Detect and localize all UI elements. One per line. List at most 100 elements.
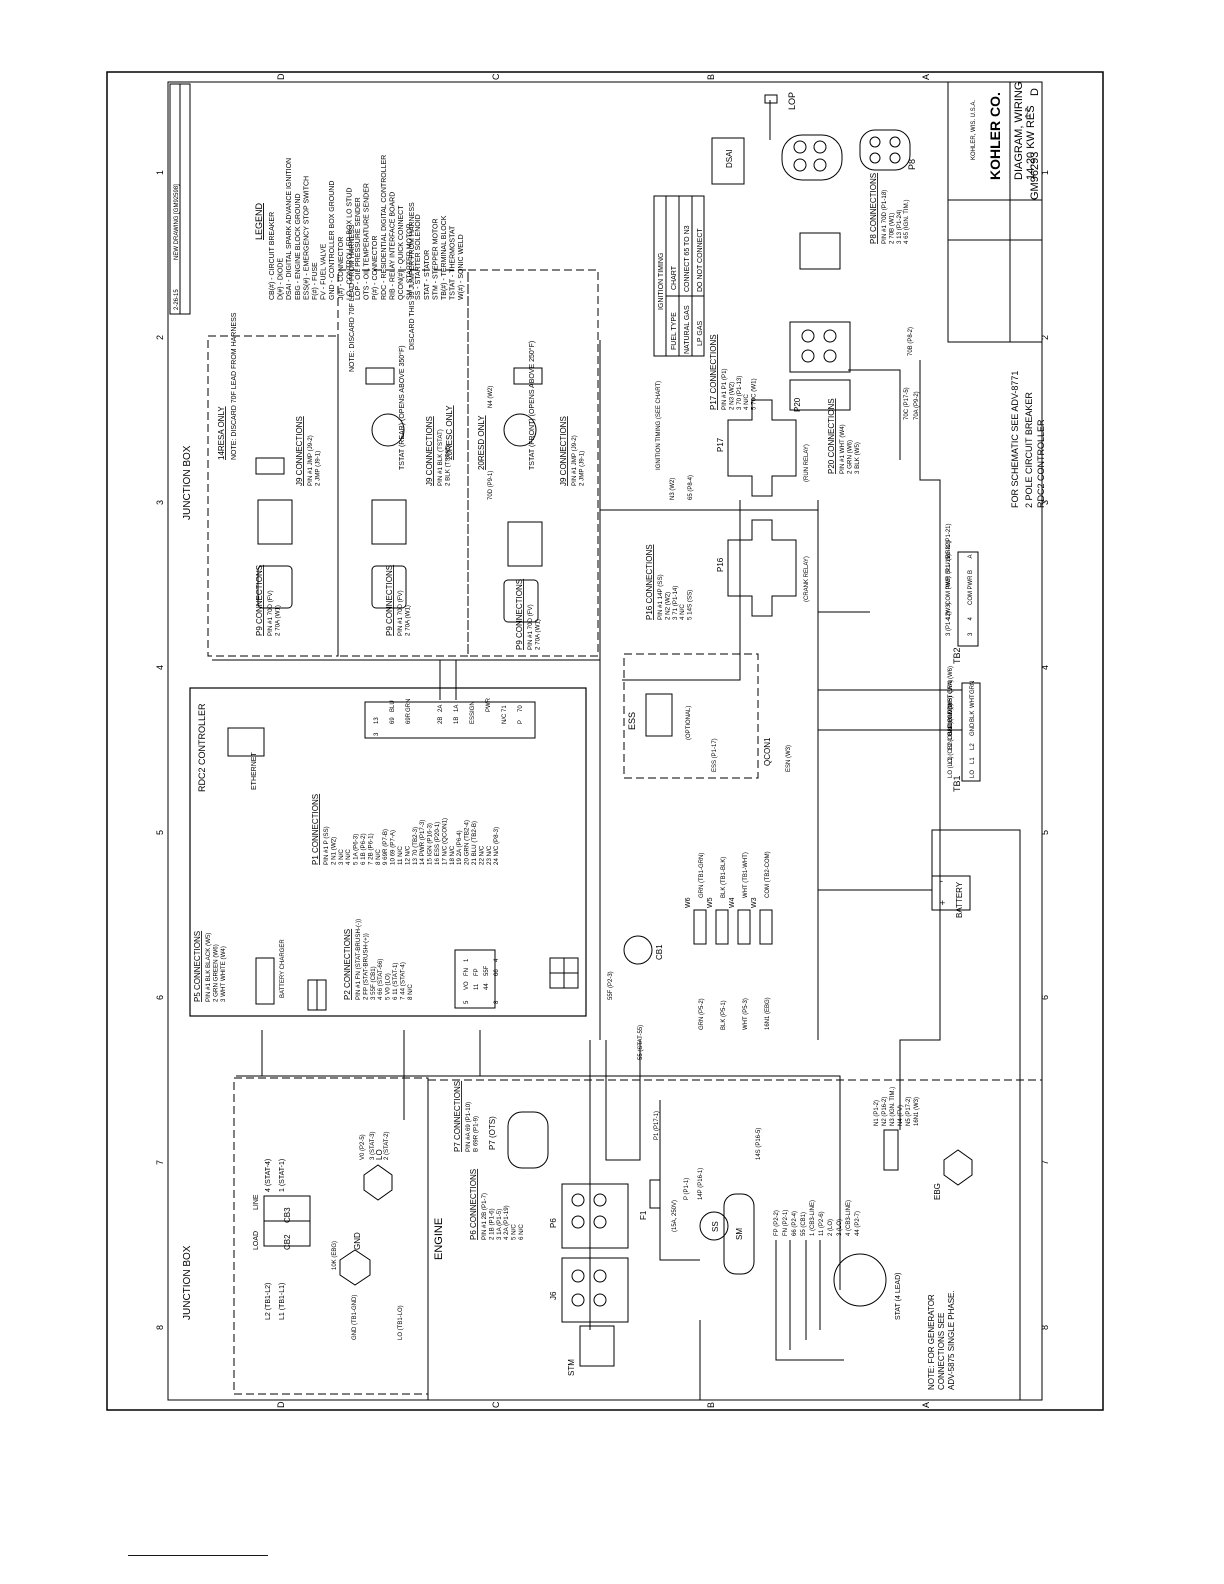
j9b-connections-title: J9 CONNECTIONS — [425, 416, 434, 486]
tb2-terminal: A — [968, 554, 974, 558]
p16-connection-row: 3 71 (P1-14) — [672, 586, 679, 620]
zone-letter-top: B — [706, 74, 716, 80]
zone-number-right: 4 — [1040, 665, 1050, 670]
w2-wire: 16N1 (W3) — [914, 1097, 920, 1126]
p9b-connection-row: 2 70A (W1) — [404, 605, 411, 636]
legend-item: SM - STARTER MOTOR — [407, 223, 414, 300]
n4-wire: N4 (W2) — [488, 386, 494, 408]
tb1-wire: BLK (W5) — [948, 696, 954, 722]
legend-item: EBG - ENGINE BLOCK GROUND — [295, 193, 302, 300]
p1-pin-label: GRN — [406, 699, 412, 712]
p16-label: P16 — [716, 557, 725, 572]
cb-l1-wire: L1 (TB1-L1) — [279, 1283, 286, 1320]
rdc2-label: RDC2 CONTROLLER — [197, 703, 207, 792]
cb-stat1-wire: 1 (STAT-1) — [279, 1159, 286, 1192]
p9c-connection-row: PIN #1 70D (FV) — [527, 604, 534, 650]
sm-label: SM — [735, 1228, 744, 1240]
zone-number-right: 2 — [1040, 335, 1050, 340]
j9a-connections-title: J9 CONNECTIONS — [295, 416, 304, 486]
p20-connection-row: 2 GRN (W6) — [846, 440, 853, 474]
p9a-connection-row: 2 70A (W1) — [274, 605, 281, 636]
weld-right-wire: WHT (TB1-WHT) — [743, 852, 749, 898]
p1-pin-label: 71 — [502, 705, 508, 712]
p2-connection-row: 2 FP (STAT-BRUSH-(+)) — [362, 933, 369, 1000]
fv-20resc-title: 20RESC ONLY — [445, 405, 454, 460]
p2-connections-title: P2 CONNECTIONS — [343, 929, 352, 1000]
legend-item: DSAI - DIGITAL SPARK ADVANCE IGNITION — [286, 158, 293, 300]
p8-label: P8 — [907, 159, 917, 170]
p17-connections-title: P17 CONNECTIONS — [709, 334, 718, 410]
weld-w5 — [715, 909, 729, 945]
revision-letter: D — [1029, 88, 1041, 96]
tb1-wire: GRN (W6) — [948, 666, 954, 694]
p1-pin-label: IGN — [470, 701, 476, 712]
legend-item: OTS - OIL TEMPERATURE SENDER — [364, 183, 371, 300]
f1-left-wire: P1 (P17-1) — [654, 1111, 660, 1140]
battery: BATTERY - + — [931, 875, 971, 918]
p2-connection-row: 6 11 (STAT-1) — [392, 963, 399, 1000]
weld-label: W6 — [685, 897, 692, 908]
p17-connection-row: 4 N/C — [743, 394, 750, 410]
legend-item: TB(#) - TERMINAL BLOCK — [441, 215, 448, 300]
p1-pin-label: 3 — [374, 732, 380, 736]
schematic-ref: FOR SCHEMATIC SEE ADV-8771 — [1010, 371, 1020, 508]
tb1-terminal: WHT — [970, 694, 976, 708]
legend-item: STM - STEPPER MOTOR — [432, 218, 439, 300]
cb-load-label: LOAD — [253, 1231, 260, 1250]
p1-connection-row: 22 N/C — [478, 845, 485, 865]
zone-number-right: 1 — [1040, 170, 1050, 175]
zone-letter-bottom: A — [921, 1402, 931, 1408]
crank-relay-label: (CRANK RELAY) — [804, 556, 810, 602]
generator-note-3: ADV-5875 SINGLE PHASE. — [947, 1290, 956, 1390]
stator-wire: 4 (CB3-LINE) — [846, 1200, 852, 1236]
drawing-title: DIAGRAM, WIRING — [1013, 82, 1025, 180]
p1-connection-row: 12 N/C — [404, 845, 411, 865]
p6-connection-row: 2 1B (P1-6) — [488, 1208, 495, 1240]
p1-connection-row: 18 N/C — [449, 845, 456, 865]
sheet-number: 1-2 — [1025, 108, 1032, 118]
p1-connection-row: 3 N/C — [338, 849, 345, 865]
p16-connections-title: P16 CONNECTIONS — [645, 544, 654, 620]
tb1-wire: WHT (W4) — [948, 680, 954, 708]
tb2-label: TB2 — [952, 647, 962, 664]
drawing-subtitle: 14-20 KW RES — [1025, 105, 1037, 180]
p1-connection-row: 21 BLU (TB2-B) — [471, 821, 478, 865]
legend-item: LO - CONTROLLER BOX LO STUD — [346, 188, 353, 300]
w2-wire: N3 (IGN. TIM.) — [890, 1087, 896, 1126]
p1-pin-label: 69 — [390, 717, 396, 724]
tb2-wire: 4 (W3) — [946, 602, 952, 620]
p5-connection-row: PIN #1 BLK BLACK (W5) — [205, 933, 212, 1002]
w1-70b-wire: 70B (P8-2) — [908, 327, 914, 356]
esn-wire: ESN (W3) — [786, 745, 792, 772]
p1-pin-label: 2B — [438, 717, 444, 724]
p2-connection-row: 7 44 (STAT-4) — [399, 962, 406, 1000]
lo-label: LO — [375, 1149, 384, 1160]
svg-text:-: - — [940, 876, 943, 886]
zone-letter-bottom: C — [491, 1401, 501, 1408]
ignition-timing-chart-label: IGNITION TIMING (SEE CHART) — [656, 381, 662, 470]
p1-connection-row: 24 N/C (P8-3) — [493, 827, 500, 865]
revision-history: NEW DRAWING [GM92598] — [174, 184, 180, 260]
p5-connection-row: 3 WHT WHITE (W4) — [220, 946, 227, 1002]
junction-box-top-label: JUNCTION BOX — [182, 445, 193, 520]
dsai-label: DSAI — [725, 149, 734, 168]
legend-item: SS - STARTER SOLENOID — [415, 214, 422, 300]
stator-wire: 2 (LO) — [828, 1219, 834, 1236]
ess-optional-label: (OPTIONAL) — [686, 706, 692, 740]
p6-label: P6 — [549, 1218, 558, 1228]
wire-harness — [212, 340, 1021, 1401]
tb1-terminal: GRN — [970, 681, 976, 694]
legend-item: RIB - RELAY INTERFACE BOARD — [389, 192, 396, 300]
weld-label: W3 — [751, 897, 758, 908]
weld-left-wire: WHT (P5-3) — [743, 998, 749, 1030]
tb1-wire: GND (GND) — [948, 704, 954, 736]
p1-connection-row: 7 2B (P6-1) — [367, 833, 374, 865]
fv-sections: 14RESA ONLY NOTE: DISCARD 70F LEAD FROM … — [207, 202, 599, 657]
p6-connection-row: 4 2A (P1-19) — [503, 1205, 510, 1240]
p-p1-wire: P (P1-1) — [684, 1178, 690, 1200]
lop-label: LOP — [787, 92, 797, 110]
legend-item: W(#) - SONIC WELD — [458, 234, 465, 300]
lo-tb1-wire: LO (TB1-LO) — [398, 1305, 404, 1340]
